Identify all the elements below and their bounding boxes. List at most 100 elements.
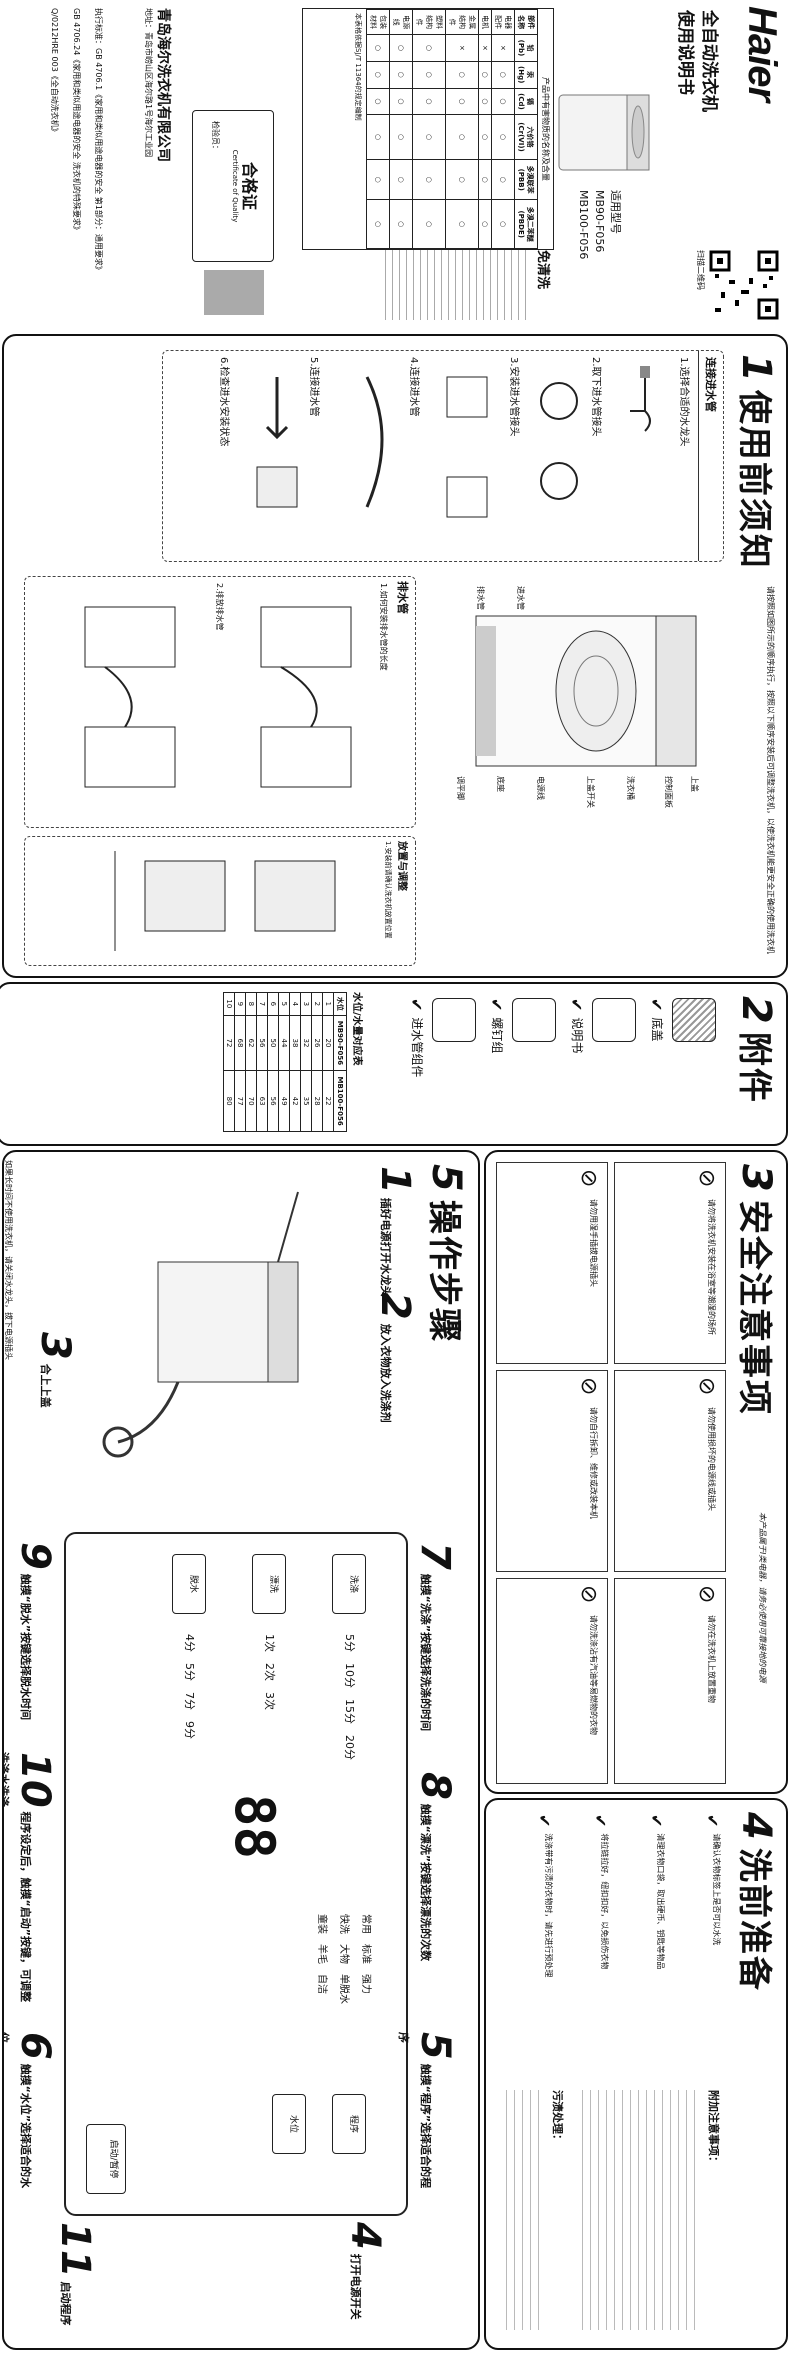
part-label: 底座	[496, 776, 505, 792]
prewash-item: ✔请确认衣物标签上是否可以水洗	[703, 1814, 722, 1946]
model-2: MB100-F056	[577, 190, 590, 260]
cover-area: Haier 全自动洗衣机 使用说明书 适用型号 MB90-F056 MB100-…	[0, 0, 794, 330]
install-box: 放置与调整 1.安装前请确认洗衣机放置位置	[24, 836, 416, 966]
free-clean-text	[382, 250, 532, 320]
hazard-header: 部件名称	[514, 9, 538, 35]
inlet-step-1: 1.选择合适的水龙头	[678, 357, 689, 447]
part-label: 进水管	[516, 586, 525, 610]
wash-time-options: 5分 10分 15分 20分	[343, 1634, 356, 1760]
prewash-item: ✔将拉链拉好，纽扣扣好，以免损伤衣物	[591, 1814, 610, 1970]
drain-title: 排水管	[396, 581, 409, 614]
panel-step: 4 打开电源开关	[342, 2222, 388, 2320]
water-level-button[interactable]: 水位	[272, 2094, 306, 2154]
hose-icon	[432, 998, 476, 1042]
prewash-tip-text	[500, 2090, 546, 2330]
inlet-step-3: 3.安装进水管接头	[508, 357, 519, 437]
check-icon: ✔	[647, 998, 666, 1012]
op-step: 2 放入衣物放入洗涤剂	[372, 1292, 418, 1423]
warning-icon: ⊘	[694, 1377, 719, 1396]
rinse-options: 1次 2次 3次	[263, 1634, 276, 1710]
warning-icon: ⊘	[694, 1585, 719, 1604]
section5-title: 5操作步骤	[423, 1164, 469, 1344]
program-list: 常用 标准 强力 快洗 大物 单脱水 童装 羊毛 自洁	[316, 1914, 371, 2004]
brand-logo: Haier	[740, 6, 784, 102]
inlet-step-4: 4.连接进水管	[408, 357, 419, 417]
table-row: 包装材料○○○○○○	[366, 9, 390, 249]
screw-icon	[512, 998, 556, 1042]
standard-2: GB 4706.24《家用和类似用途电器的安全 洗衣机的特殊要求》	[72, 8, 81, 234]
hazard-header: 铅(Pb)	[514, 34, 538, 62]
faucet-illustration	[630, 366, 651, 432]
check-icon: ✔	[647, 1814, 666, 1828]
control-panel: 程序 水位 洗涤 漂洗 脱水 启动/暂停 88 常用 标准 强力 快洗 大物 单…	[64, 1532, 408, 2216]
washer-steps-illustration	[102, 1191, 299, 1458]
section-before-use: 1使用前须知 请按照如图所示的顺序执行，按照以下顺序安装后可调整洗衣机，以使洗衣…	[2, 334, 788, 978]
hose-illustration	[365, 376, 384, 508]
cover-icon	[672, 998, 716, 1042]
check-icon: ✔	[407, 998, 426, 1012]
inlet-step-5: 5.连接进水管	[308, 357, 319, 417]
connector-illustration	[540, 382, 578, 500]
prewash-tip-title: 污渍处理：	[551, 2090, 564, 2145]
models-label: 适用型号	[609, 190, 622, 234]
accessory-label: 进水管组件	[410, 1017, 424, 1078]
safety-warning: ⊘ 请勿在洗衣机上放置重物	[614, 1578, 726, 1784]
check-icon: ✔	[591, 1814, 610, 1828]
barcode-sticker	[204, 270, 264, 315]
table-row: 电源线○○○○○○	[389, 9, 413, 249]
panel-step: 8 触摸“漂洗”按键选择漂洗的次数	[412, 1772, 458, 1962]
install-title: 放置与调整	[396, 841, 407, 891]
accessory-item: ✔螺钉组	[487, 998, 556, 1053]
section-prewash: 4洗前准备 ✔请确认衣物标签上是否可以水洗 ✔清理衣物口袋，取出硬币、钥匙等物品…	[484, 1798, 788, 2350]
hazard-table-box: 产品中有害物质的名称及含量 部件名称 铅(Pb) 汞(Hg) 镉(Cd) 六价铬…	[302, 8, 554, 250]
prewash-item: ✔清理衣物口袋，取出硬币、钥匙等物品	[647, 1814, 666, 1970]
qr-code	[709, 250, 779, 320]
safety-warning: ⊘ 请勿洗涤沾有汽油等易燃物的衣物	[496, 1578, 608, 1784]
company-address: 地址：青岛市崂山区海尔路1号海尔工业园	[144, 8, 153, 158]
hazard-header: 多溴二苯醚(PBDE)	[514, 199, 538, 249]
op-step: 3 合上上盖	[32, 1332, 78, 1408]
drain-illustration	[260, 606, 352, 788]
wash-button[interactable]: 洗涤	[332, 1554, 366, 1614]
panel-step: 5 触摸“程序”选择适合的程序	[397, 2032, 458, 2189]
safety-warning: ⊘ 请勿自行拆卸、维修或改装本机	[496, 1370, 608, 1572]
rinse-button[interactable]: 漂洗	[252, 1554, 286, 1614]
drain-step-1: 1.如何安装排水管的长度	[379, 583, 388, 671]
hazard-note: 本表格依据SJ/T 11364的规定编制	[354, 13, 362, 121]
warning-icon: ⊘	[576, 1169, 601, 1188]
part-label: 调平脚	[456, 776, 465, 800]
certificate: 合格证 Certificate of Quality 检验员：	[192, 110, 274, 262]
install-note: 1.安装前请确认洗衣机放置位置	[384, 841, 392, 939]
inlet-step-2: 2.取下进水管接头	[590, 357, 601, 437]
part-label: 电源线	[536, 776, 545, 800]
company-name: 青岛海尔洗衣机有限公司	[155, 8, 171, 162]
start-pause-button[interactable]: 启动/暂停	[86, 2124, 126, 2194]
spin-button[interactable]: 脱水	[172, 1554, 206, 1614]
hazard-title: 产品中有害物质的名称及含量	[541, 77, 550, 181]
check-icon: ✔	[703, 1814, 722, 1828]
standard-1: 执行标准：GB 4706.1《家用和类似用途电器的安全 第1部分：通用要求》	[94, 8, 103, 274]
safety-warning: ⊘ 请勿将洗衣机安装在浴室等潮湿的场所	[614, 1162, 726, 1364]
drain-box: 排水管 1.如何安装排水管的长度 2.排放排水管	[24, 576, 416, 828]
operation-note: 如果长时间不使用洗衣机，请关闭水龙头，拔下电源插头	[4, 1160, 13, 1360]
hazard-header: 多溴联苯(PBB)	[514, 159, 538, 200]
placement-illustration	[114, 851, 336, 951]
program-button[interactable]: 程序	[332, 2094, 366, 2154]
drain-illustration-2	[84, 606, 176, 788]
parts-diagram	[475, 615, 697, 767]
inlet-hose-box: 连接进水管 1.选择合适的水龙头 2.取下进水管接头 3.安装进水管接头 4.连…	[162, 350, 724, 562]
part-label: 上盖开关	[586, 776, 595, 808]
hazard-table: 部件名称 铅(Pb) 汞(Hg) 镉(Cd) 六价铬(Cr(VI)) 多溴联苯(…	[366, 9, 538, 249]
hazard-header: 六价铬(Cr(VI))	[514, 114, 538, 160]
drain-step-2: 2.排放排水管	[215, 583, 224, 631]
warning-icon: ⊘	[576, 1377, 601, 1396]
section-safety: 3安全注意事项 本产品属于Ⅰ类电器，请务必使用可靠接地的电源 ⊘ 请勿将洗衣机安…	[484, 1150, 788, 1794]
section2-title: 2附件	[733, 996, 779, 1104]
accessory-label: 底盖	[650, 1017, 664, 1042]
safety-note: 本产品属于Ⅰ类电器，请务必使用可靠接地的电源	[758, 1512, 767, 1683]
